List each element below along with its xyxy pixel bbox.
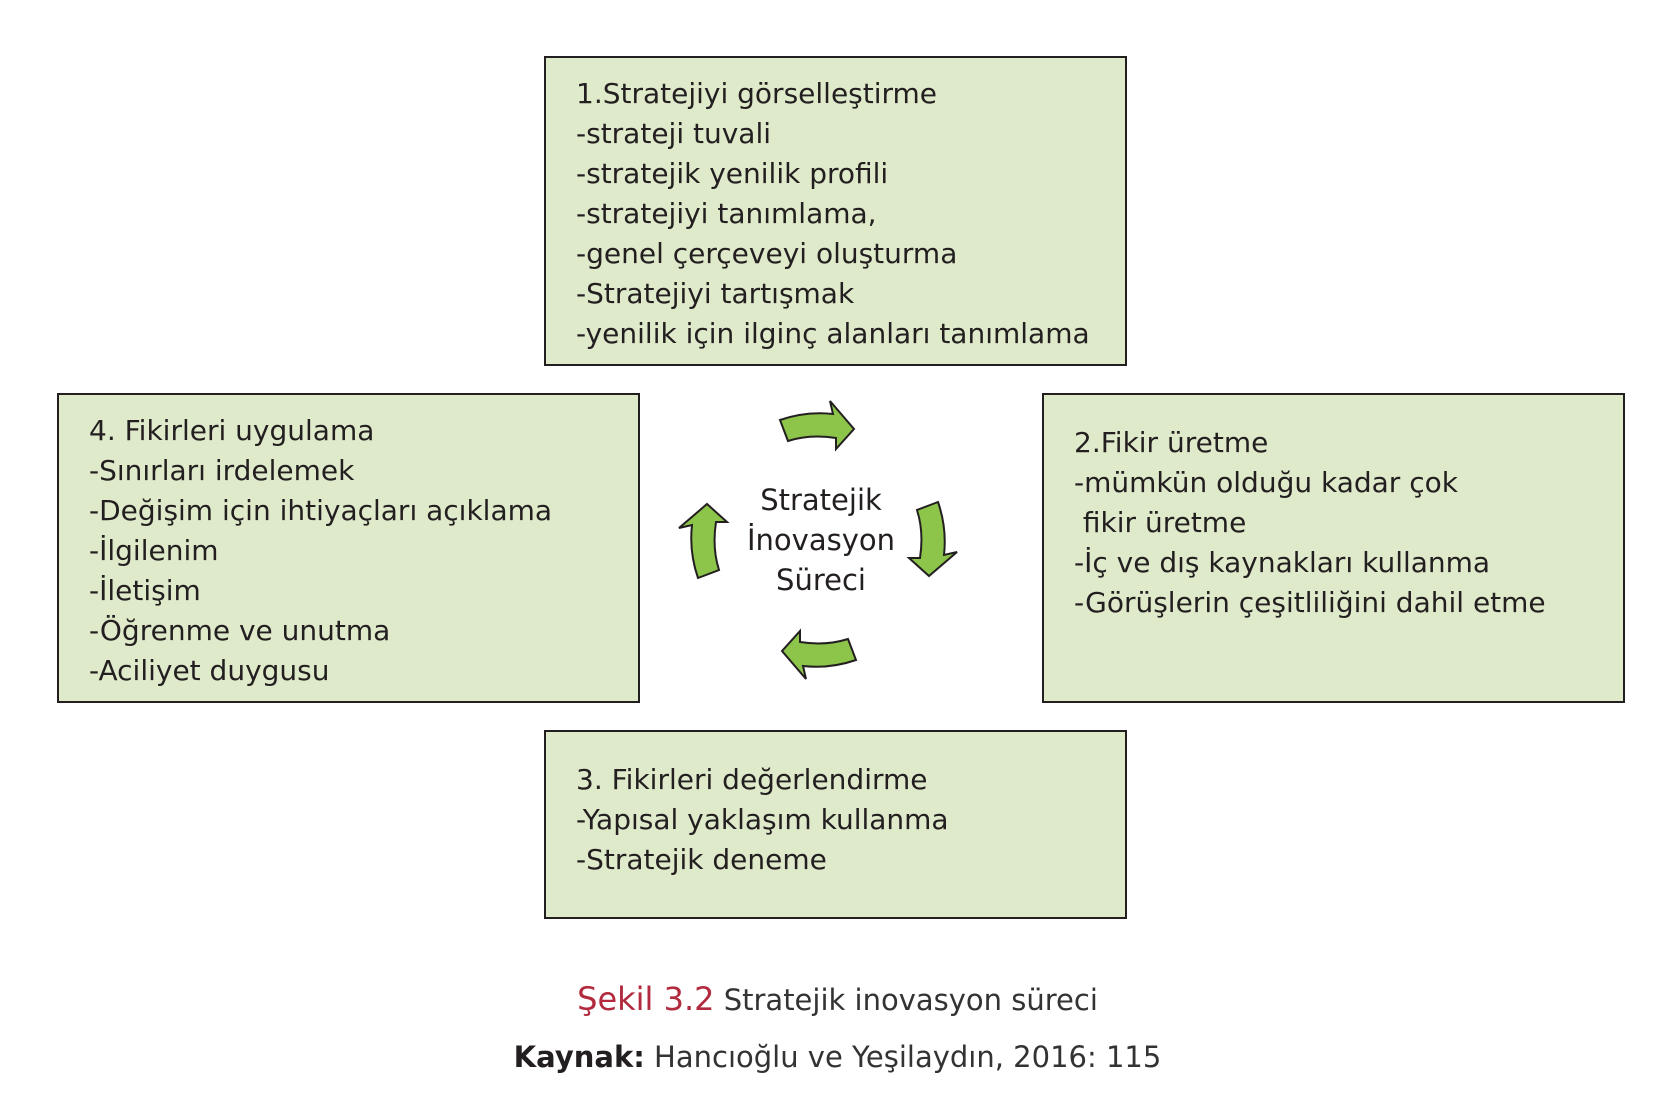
- figure-title: Stratejik inovasyon süreci: [723, 983, 1098, 1017]
- box-line: -Sınırları irdelemek: [89, 454, 355, 487]
- box-line: -Değişim için ihtiyaçları açıklama: [89, 494, 553, 527]
- box-line: -yenilik için ilginç alanları tanımlama: [576, 317, 1090, 350]
- box-line: 3. Fikirleri değerlendirme: [576, 763, 928, 796]
- box-line: fikir üretme: [1074, 506, 1247, 539]
- box-line: -İlgilenim: [89, 534, 219, 567]
- box-line: 2.Fikir üretme: [1074, 426, 1269, 459]
- step-4-box: 4. Fikirleri uygulama -Sınırları irdelem…: [57, 393, 640, 703]
- box-line: -Görüşlerin çeşitliliğini dahil etme: [1074, 586, 1546, 619]
- center-line: Stratejik: [760, 483, 882, 517]
- step-1-box: 1.Stratejiyi görselleştirme -strateji tu…: [544, 56, 1127, 366]
- center-label: Stratejik İnovasyon Süreci: [721, 480, 921, 600]
- arrow-left-icon: [678, 503, 728, 579]
- figure-label: Şekil 3.2: [577, 980, 715, 1018]
- box-line: -Öğrenme ve unutma: [89, 614, 391, 647]
- box-line: -Stratejiyi tartışmak: [576, 277, 855, 310]
- source-text: Hancıoğlu ve Yeşilaydın, 2016: 115: [654, 1040, 1162, 1074]
- box-line: 4. Fikirleri uygulama: [89, 414, 375, 447]
- arrow-top-icon: [779, 400, 855, 450]
- box-line: -İletişim: [89, 574, 201, 607]
- box-line: -Stratejik deneme: [576, 843, 827, 876]
- box-line: -stratejik yenilik profili: [576, 157, 889, 190]
- step-3-box: 3. Fikirleri değerlendirme -Yapısal yakl…: [544, 730, 1127, 919]
- box-line: -stratejiyi tanımlama,: [576, 197, 877, 230]
- step-2-box: 2.Fikir üretme -mümkün olduğu kadar çok …: [1042, 393, 1625, 703]
- source-label: Kaynak:: [513, 1040, 645, 1074]
- figure-caption: Şekil 3.2 Stratejik inovasyon süreci: [0, 980, 1675, 1018]
- box-line: -Yapısal yaklaşım kullanma: [576, 803, 949, 836]
- box-line: -İç ve dış kaynakları kullanma: [1074, 546, 1491, 579]
- box-line: -genel çerçeveyi oluşturma: [576, 237, 958, 270]
- box-line: -strateji tuvali: [576, 117, 772, 150]
- center-line: İnovasyon: [746, 523, 895, 557]
- box-line: -mümkün olduğu kadar çok: [1074, 466, 1458, 499]
- box-line: -Aciliyet duygusu: [89, 654, 330, 687]
- center-line: Süreci: [776, 563, 866, 597]
- box-line: 1.Stratejiyi görselleştirme: [576, 77, 938, 110]
- figure-source: Kaynak: Hancıoğlu ve Yeşilaydın, 2016: 1…: [0, 1040, 1675, 1074]
- arrow-bottom-icon: [781, 630, 857, 680]
